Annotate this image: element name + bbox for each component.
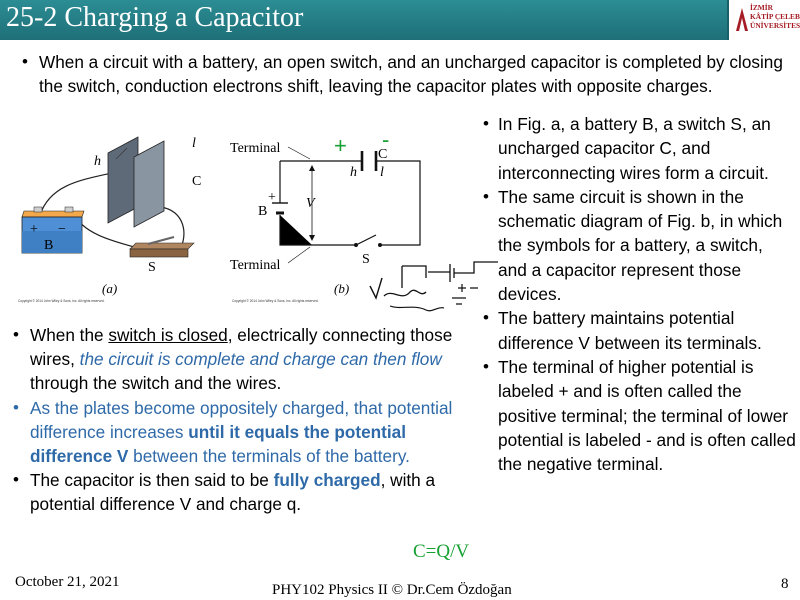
footer-date: October 21, 2021 — [15, 574, 120, 590]
list-item: The capacitor is then said to be fully c… — [11, 468, 479, 516]
fig-b-label-c: C — [378, 147, 387, 162]
fig-b-copyright: Copyright © 2014 John Wiley & Sons, Inc.… — [232, 299, 319, 303]
right-bullet-list: In Fig. a, a battery B, a switch S, an u… — [481, 112, 796, 476]
figure-a: h l C + − B S (a) Copyright © 2014 John … — [18, 136, 201, 303]
underlined-text: switch is closed — [108, 325, 228, 345]
battery-icon — [21, 206, 85, 254]
list-item: When the switch is closed, electrically … — [11, 323, 479, 396]
page-number: 8 — [781, 576, 789, 592]
left-bullet-list: When the switch is closed, electrically … — [11, 323, 479, 517]
capacitor-plate-left — [107, 136, 139, 224]
fig-b-label-b: B — [258, 204, 267, 219]
annotation-plus: + — [334, 133, 347, 158]
switch-icon — [129, 235, 195, 258]
fig-a-plus: + — [30, 222, 38, 237]
fig-b-label-l: l — [380, 165, 384, 180]
fig-b-label-h: h — [350, 165, 357, 180]
fig-a-copyright: Copyright © 2014 John Wiley & Sons, Inc.… — [18, 299, 105, 303]
fig-b-terminal-top: Terminal — [230, 141, 280, 156]
emphasis-text: the circuit is complete and charge can t… — [79, 349, 442, 370]
handwritten-annotation — [369, 261, 498, 312]
list-item: The same circuit is shown in the schemat… — [481, 185, 796, 306]
list-item: When a circuit with a battery, an open s… — [20, 50, 790, 98]
fig-a-label-b: B — [44, 238, 53, 253]
logo-text: İZMİR KÂTİP ÇELEBİ ÜNİVERSİTESİ — [750, 3, 800, 30]
fig-b-terminal-bottom: Terminal — [230, 258, 280, 273]
university-logo: İZMİR KÂTİP ÇELEBİ ÜNİVERSİTESİ — [733, 1, 800, 39]
figure-b: B + C h l S V Terminal Terminal + - (b) … — [230, 127, 421, 303]
list-item: As the plates become oppositely charged,… — [11, 396, 479, 469]
list-item: The battery maintains potential differen… — [481, 306, 796, 355]
fig-b-caption: (b) — [334, 281, 349, 296]
list-item: In Fig. a, a battery B, a switch S, an u… — [481, 112, 796, 185]
capacitance-formula: C=Q/V — [413, 541, 470, 562]
footer-course-info: PHY102 Physics II © Dr.Cem Özdoğan — [272, 582, 512, 598]
capacitor-circuit-figure: h l C + − B S (a) Copyright © 2014 John … — [18, 127, 421, 303]
fig-a-label-l: l — [192, 136, 196, 151]
fig-a-label-c: C — [192, 174, 201, 189]
fig-a-label-h: h — [94, 154, 101, 169]
title-bar: 25-2 Charging a Capacitor — [0, 0, 729, 40]
fig-a-caption: (a) — [102, 281, 117, 296]
top-bullet-list: When a circuit with a battery, an open s… — [20, 50, 790, 98]
emphasis-text: until it equals the potential difference… — [30, 421, 406, 467]
slide-title: 25-2 Charging a Capacitor — [6, 2, 304, 33]
list-item: The terminal of higher potential is labe… — [481, 355, 796, 476]
fig-b-label-s: S — [362, 252, 370, 267]
emphasis-text: fully charged — [273, 470, 381, 491]
fig-a-label-s: S — [148, 260, 156, 275]
annotation-minus: - — [382, 127, 389, 152]
fig-b-label-v: V — [306, 196, 316, 211]
logo-emblem-icon — [736, 8, 748, 31]
fig-b-plus: + — [268, 190, 276, 205]
capacitor-plate-right — [133, 140, 165, 228]
fig-a-minus: − — [58, 222, 66, 237]
